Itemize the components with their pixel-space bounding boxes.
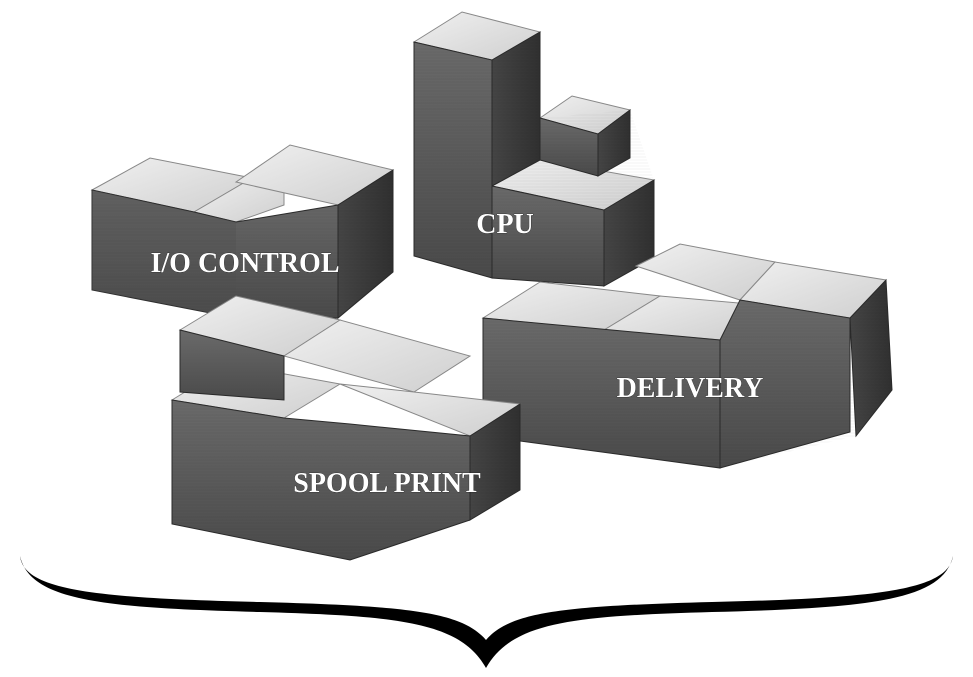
cpu-label: CPU xyxy=(476,209,534,240)
io-control-block xyxy=(90,144,395,320)
curly-brace-ornament xyxy=(20,556,953,668)
cpu-block xyxy=(412,11,656,287)
spool-print-label: SPOOL PRINT xyxy=(293,468,481,499)
spool-print-block xyxy=(170,295,522,561)
delivery-block xyxy=(481,243,893,469)
delivery-label: DELIVERY xyxy=(617,373,764,404)
io-control-label: I/O CONTROL xyxy=(150,248,339,279)
